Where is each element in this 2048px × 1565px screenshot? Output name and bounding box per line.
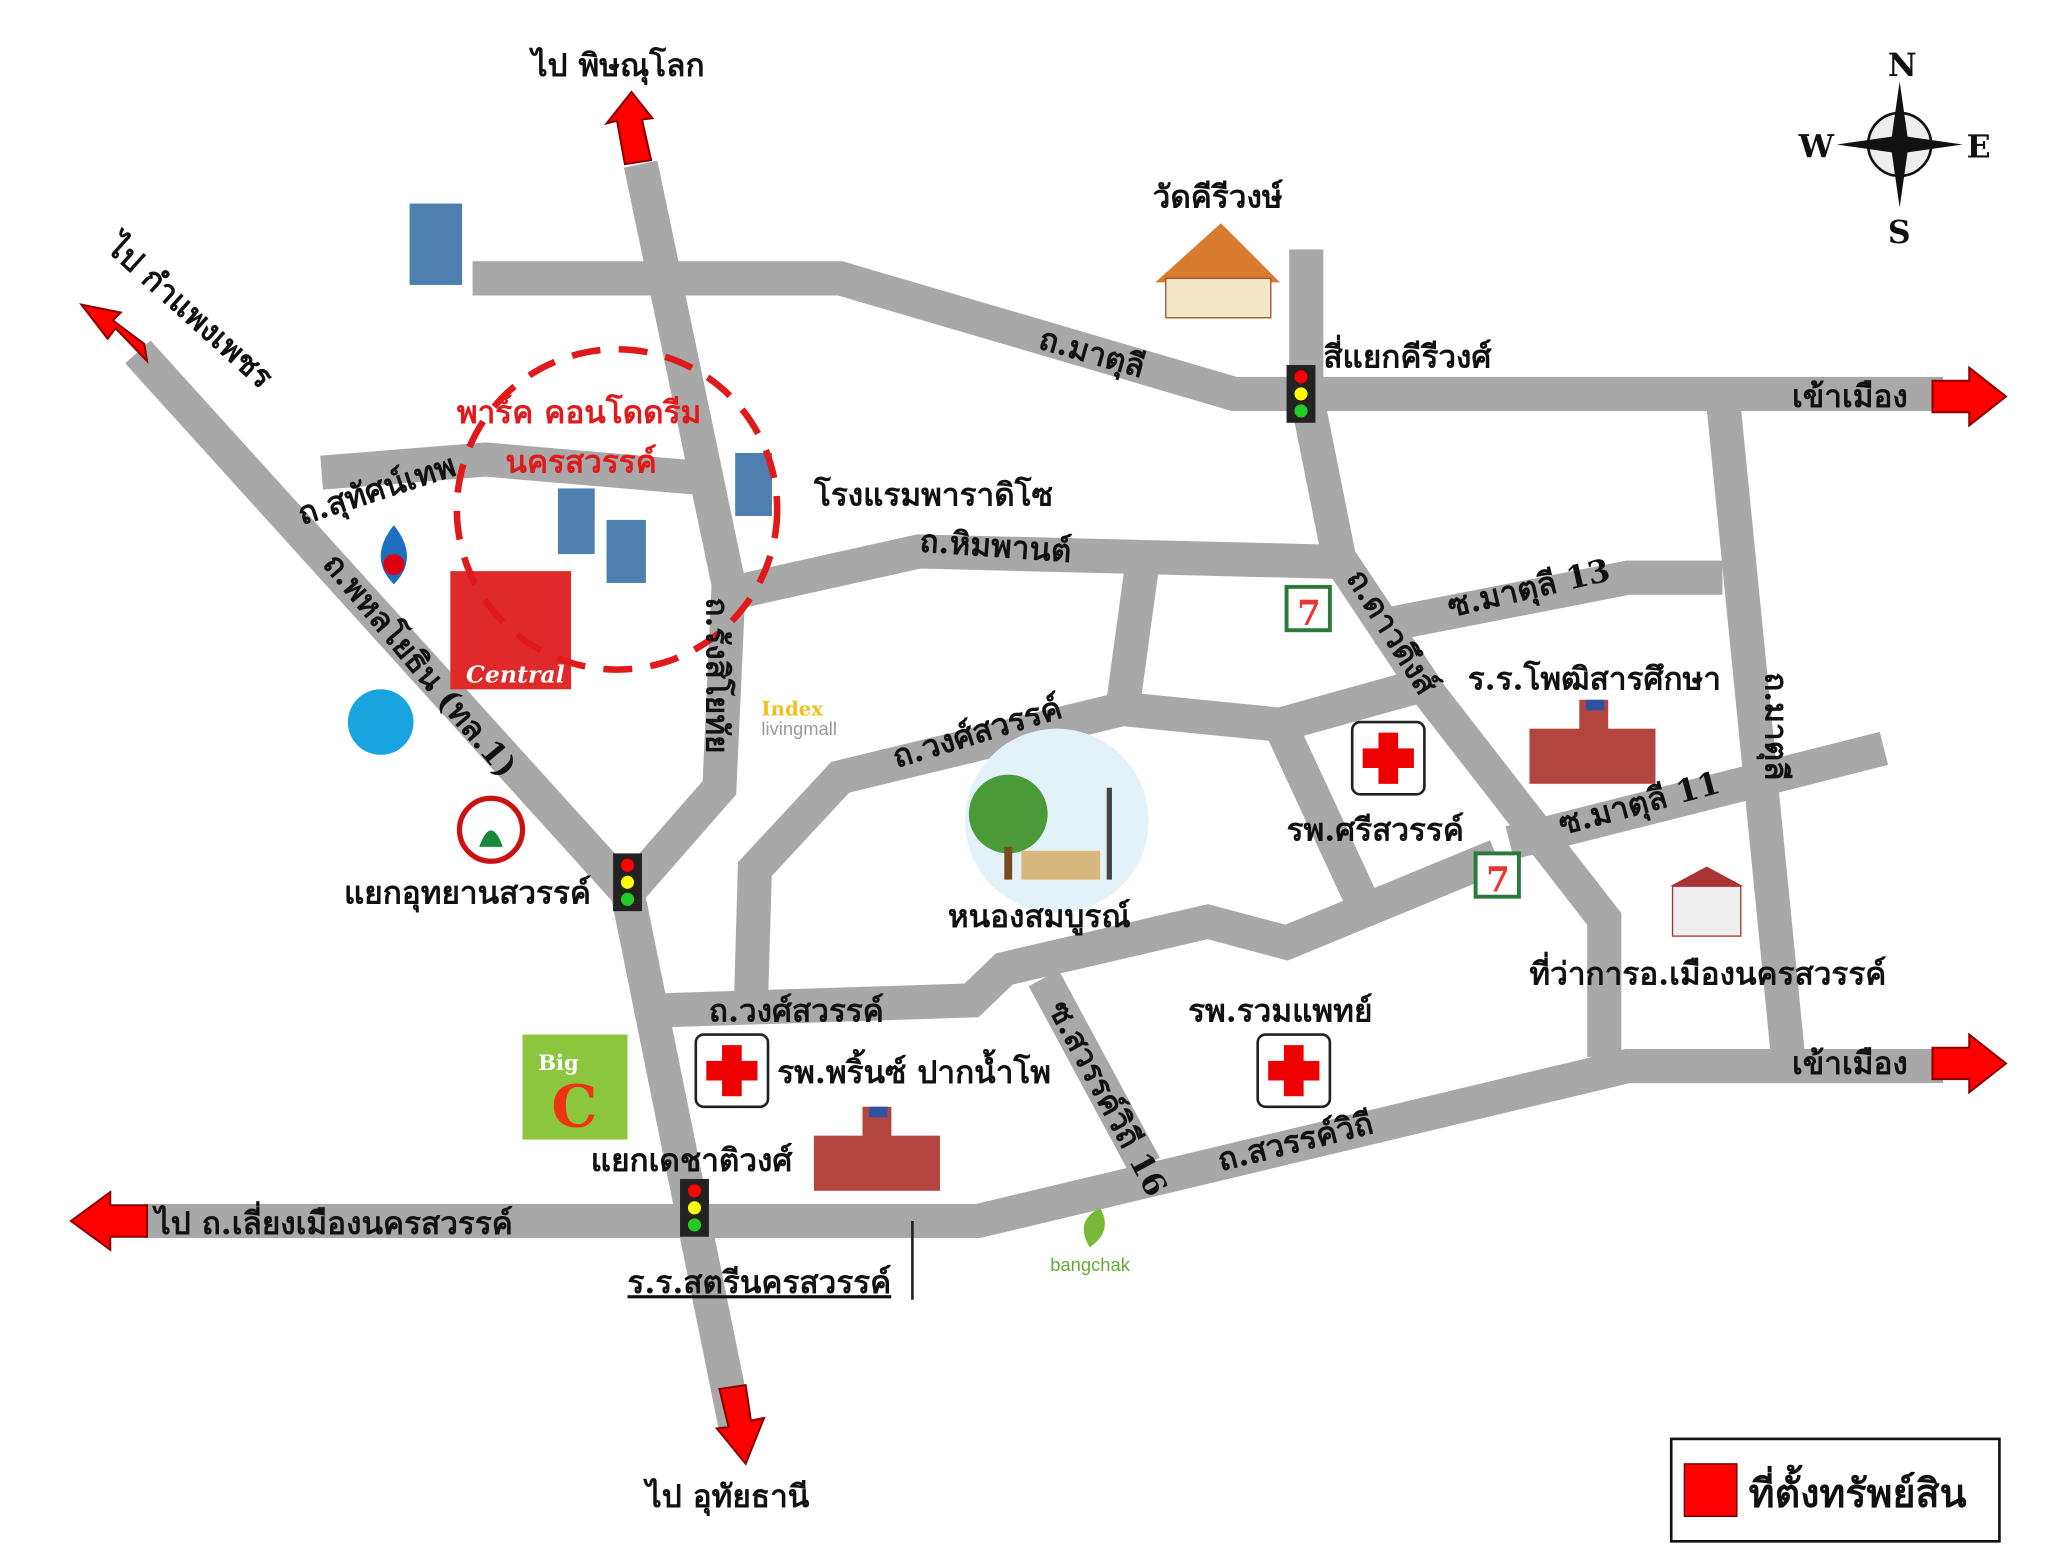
- seven-eleven-logo: 7: [1284, 584, 1332, 634]
- property-name: พาร์ค คอนโดดรีม: [457, 393, 701, 431]
- ruam-phaet-hospital-label: รพ.รวมแพทย์: [1188, 992, 1372, 1029]
- svg-text:bangchak: bangchak: [1050, 1254, 1130, 1275]
- svg-text:C: C: [551, 1072, 597, 1140]
- hospital-cross-icon: [1256, 1033, 1332, 1109]
- destination-south: ไป อุทัยธานี: [643, 1478, 810, 1516]
- hotel-label: โรงแรมพาราดิโซ: [813, 475, 1053, 513]
- destination-city-top: เข้าเมือง: [1792, 378, 1908, 415]
- arrow-east-top-icon: [1931, 365, 2008, 428]
- compass-rose-icon: [1836, 81, 1963, 208]
- traffic-lights: [613, 365, 1316, 1237]
- kasikorn-leaf-icon: [479, 830, 503, 847]
- hospital-cross-icon: [1350, 720, 1426, 796]
- svg-text:Central: Central: [466, 661, 565, 689]
- condo-building-icon: [409, 203, 772, 583]
- compass-s: S: [1888, 214, 1911, 251]
- phophi-school-label: ร.ร.โพฒิสารศึกษา: [1468, 659, 1721, 697]
- krungthai-bank-logo: [347, 689, 414, 755]
- compass-w: W: [1798, 129, 1835, 166]
- uthayan-junction-label: แยกอุทยานสวรรค์: [344, 874, 591, 912]
- traffic-light-icon: [1286, 365, 1316, 423]
- road-maduli-13: ซ.มาตุลี 13: [1444, 552, 1614, 626]
- arrow-south-icon: [714, 1383, 766, 1466]
- temple-label: วัดคีรีวงษ์: [1153, 178, 1284, 215]
- svg-text:Big: Big: [538, 1050, 579, 1075]
- svg-text:7: 7: [1486, 860, 1510, 900]
- road-maduli: ถ.มาตุลี: [1035, 320, 1150, 386]
- seven-eleven-logo: 7: [1473, 851, 1521, 900]
- road-sawanwithi: ถ.สวรรค์วิถี: [1214, 1105, 1377, 1179]
- school-building-icon: [1529, 699, 1656, 784]
- sri-sawan-hospital-label: รพ.ศรีสวรรค์: [1287, 811, 1464, 848]
- svg-text:livingmall: livingmall: [761, 718, 837, 739]
- arrow-west-icon: [69, 1190, 149, 1252]
- arrow-north-icon: [603, 90, 655, 166]
- legend: ที่ตั้งทรัพย์สิน: [1669, 1437, 2001, 1543]
- hospital-cross-icon: [694, 1033, 770, 1109]
- compass: N S E W: [1798, 47, 1991, 251]
- svg-text:Index: Index: [761, 698, 823, 721]
- compass-n: N: [1888, 47, 1917, 84]
- prince-hospital-label: รพ.พริ้นซ์ ปากน้ำโพ: [777, 1049, 1051, 1091]
- destination-northwest: ไป กำแพงเพชร: [97, 226, 280, 396]
- bangchak-logo: bangchak: [1050, 1207, 1131, 1275]
- compass-e: E: [1967, 129, 1991, 166]
- destination-north: ไป พิษณุโลก: [529, 46, 705, 85]
- kiriwong-junction-label: สี่แยกคีรีวงศ์: [1323, 335, 1492, 376]
- road-rangsiyothin: ถ.รังสิโยทัย: [698, 597, 736, 753]
- kasikorn-bank-logo: [456, 795, 526, 864]
- district-office-icon: [1669, 866, 1744, 937]
- park-label: หนองสมบูรณ์: [948, 898, 1131, 936]
- traffic-light-icon: [613, 853, 642, 912]
- property-name-line2: นครสวรรค์: [505, 444, 656, 481]
- satri-school-label: ร.ร.สตรีนครสวรรค์: [628, 1264, 892, 1301]
- road-maduli-east: ถ.มาตุลี: [1757, 672, 1795, 780]
- temple-icon: [1155, 223, 1280, 319]
- school-building-icon: [813, 1106, 940, 1191]
- park-icon: [964, 728, 1149, 913]
- road-sawanwithi-16: ซ.สวรรค์วิถี 16: [1041, 995, 1175, 1203]
- buildings: [409, 203, 1744, 1191]
- district-office-label: ที่ว่าการอ.เมืองนครสวรรค์: [1529, 952, 1886, 993]
- dechatiwong-junction-label: แยกเดชาติวงศ์: [591, 1142, 794, 1179]
- traffic-light-icon: [680, 1178, 709, 1237]
- central-logo: Central: [450, 571, 572, 690]
- property-location-circle: [453, 345, 781, 673]
- svg-text:7: 7: [1297, 594, 1321, 634]
- legend-label: ที่ตั้งทรัพย์สิน: [1749, 1464, 1967, 1517]
- legend-swatch: [1683, 1463, 1738, 1518]
- road-wongsawan-lower: ถ.วงศ์สวรรค์: [709, 992, 884, 1029]
- hospital-icons: [694, 720, 1426, 1109]
- ptt-logo: [380, 525, 407, 585]
- arrow-northwest-icon: [79, 303, 149, 365]
- destination-west: ไป ถ.เลี่ยงเมืองนครสวรรค์: [152, 1201, 513, 1242]
- arrow-east-bottom-icon: [1931, 1032, 2008, 1095]
- destination-city-bottom: เข้าเมือง: [1792, 1045, 1908, 1082]
- direction-arrows: [69, 90, 2008, 1466]
